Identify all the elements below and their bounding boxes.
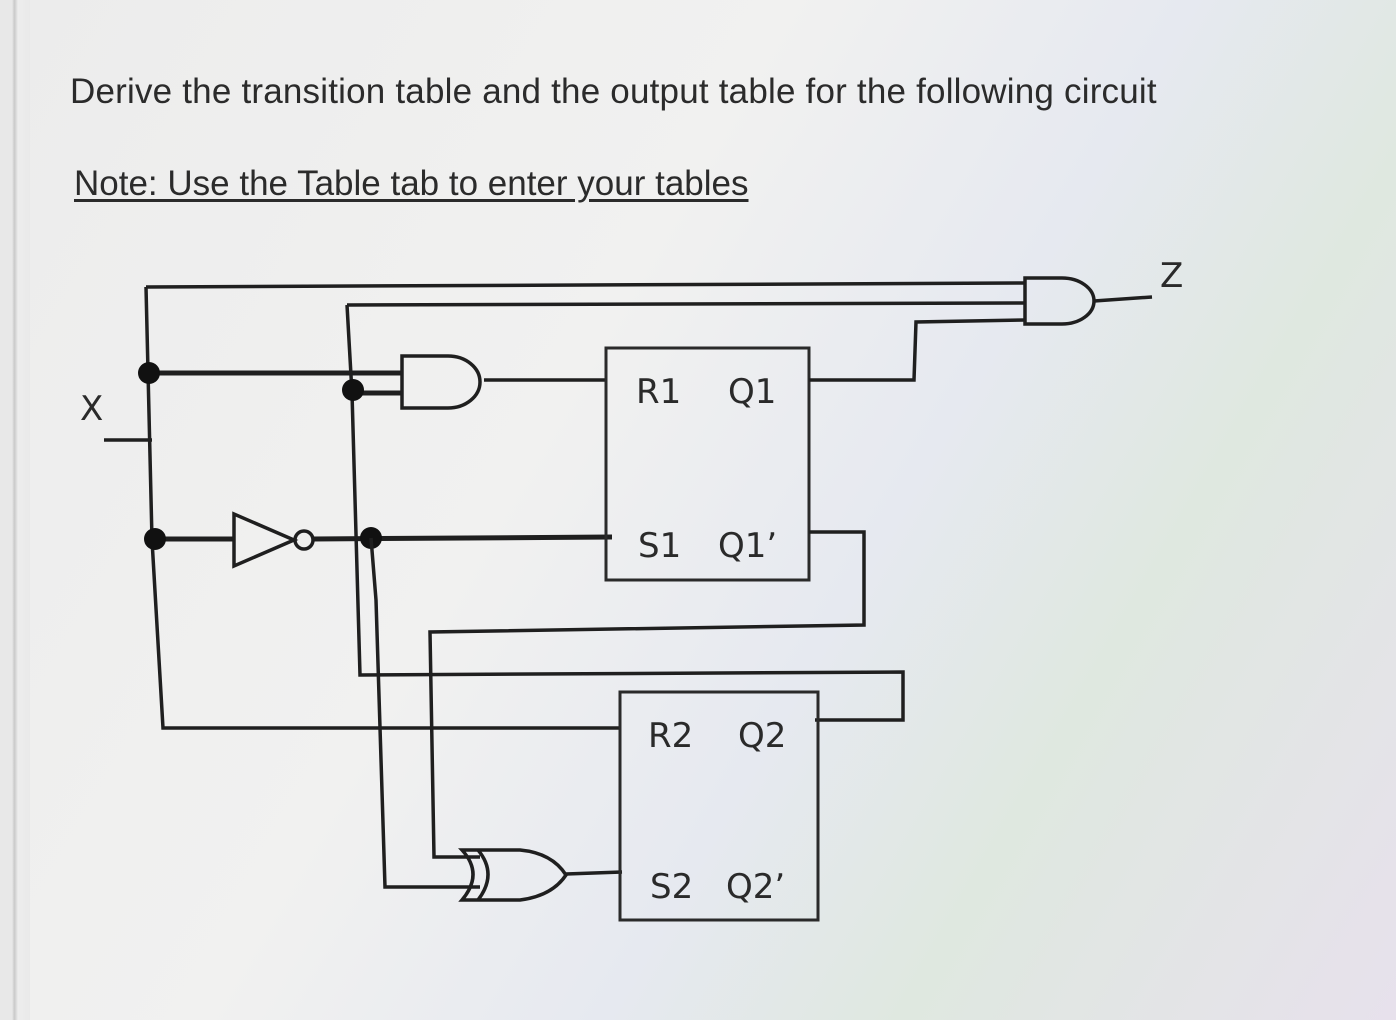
wire-x-to-output-and (145, 281, 1026, 289)
input-label-x: X (80, 389, 103, 429)
wire-x-bus (144, 286, 621, 730)
wire-q2-to-output-and (346, 301, 1026, 307)
wire-q1-to-output-and (809, 318, 1026, 382)
ff2-s-label: S2 (650, 867, 693, 907)
inverter-gate (232, 511, 299, 569)
note-text: Note: Use the Table tab to enter your ta… (74, 164, 749, 203)
flipflop-2 (618, 690, 820, 922)
wire-q1bar-to-or (428, 530, 866, 859)
or-gate-s2 (458, 848, 569, 902)
junction-x-inverter (144, 528, 166, 550)
ff2-q-label: Q2 (738, 716, 786, 756)
junction-q2-and1 (342, 379, 364, 401)
ff1-q-label: Q1 (728, 372, 776, 412)
question-page: Derive the transition table and the outp… (30, 0, 1396, 1020)
wire-or-to-s2 (565, 870, 623, 876)
ff1-r-label: R1 (636, 372, 681, 412)
monitor-bezel (0, 0, 30, 1020)
and-gate-r1 (400, 354, 482, 410)
wire-xbar-to-or (369, 537, 480, 889)
ff2-r-label: R2 (648, 716, 693, 756)
ff1-qbar-label: Q1’ (718, 526, 777, 566)
question-text: Derive the transition table and the outp… (70, 72, 1157, 111)
output-label-z: Z (1160, 256, 1183, 296)
ff2-qbar-label: Q2’ (726, 867, 785, 907)
and-gate-output (1023, 276, 1096, 326)
ff1-s-label: S1 (638, 526, 681, 566)
wire-q2-loop (345, 304, 905, 722)
flipflop-1 (604, 346, 811, 582)
inverter-bubble (293, 529, 315, 551)
wire-output-z (1093, 295, 1153, 303)
or-gate-back-curve (476, 848, 490, 902)
junction-x-and1 (138, 362, 160, 384)
